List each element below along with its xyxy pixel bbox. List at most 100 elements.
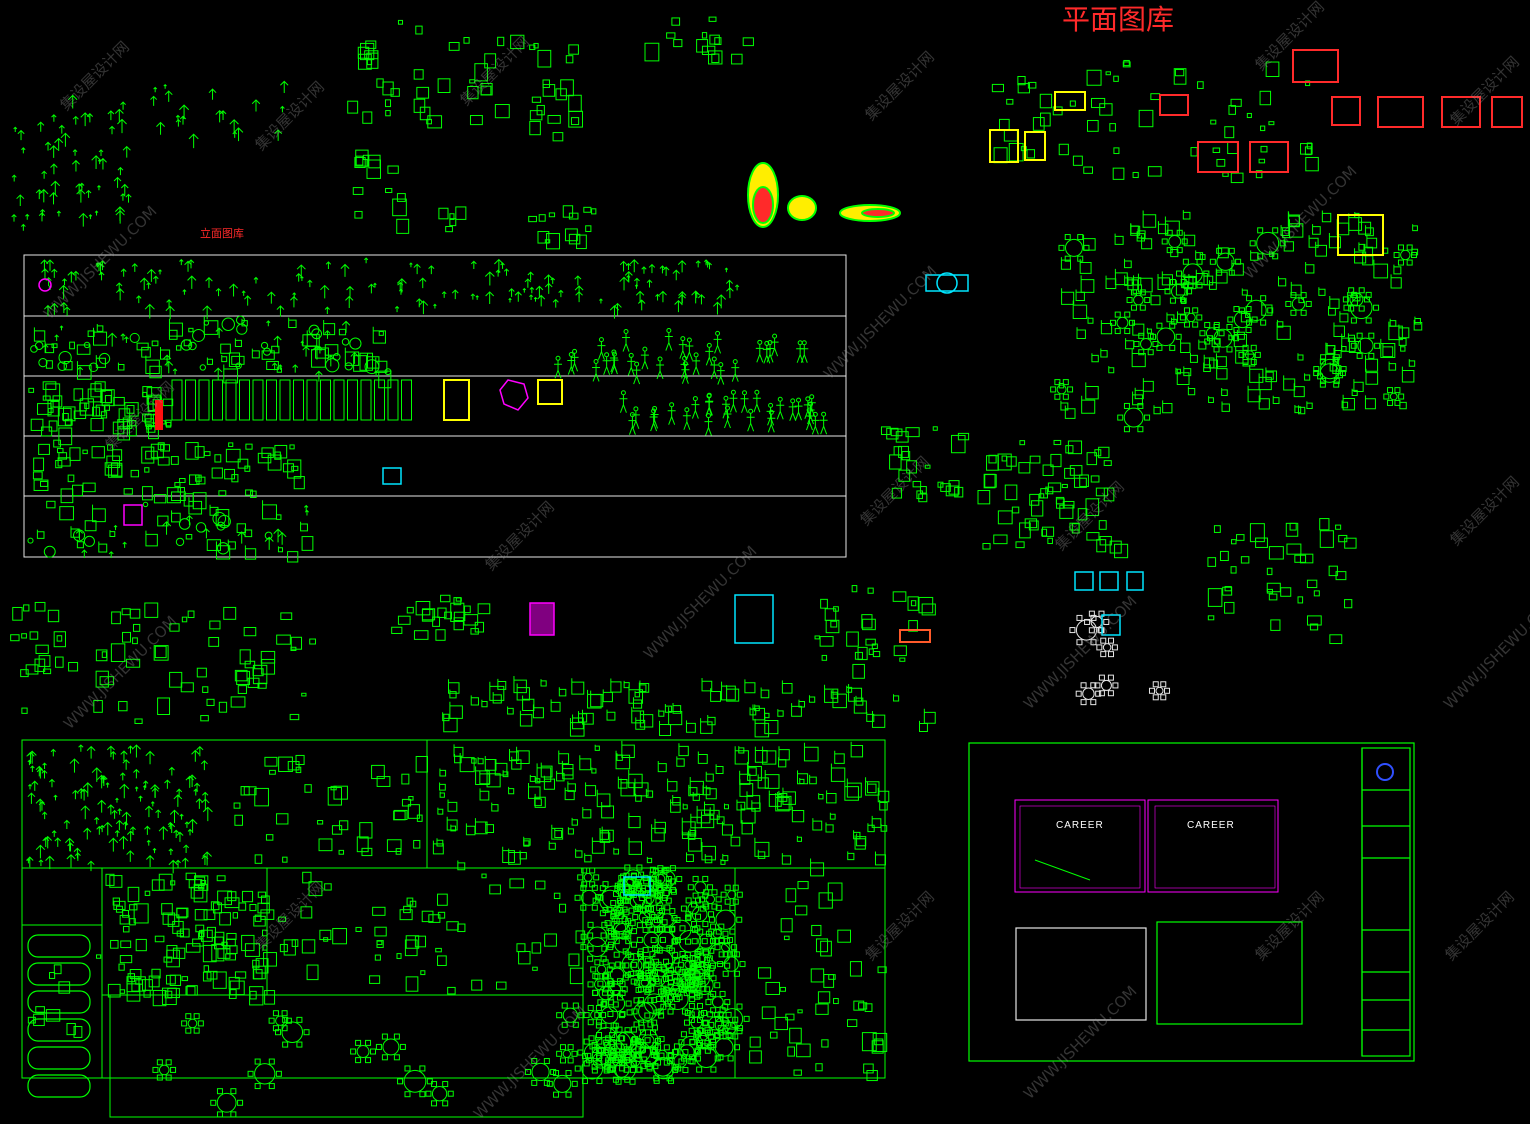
plant-elevation-icon bbox=[451, 289, 459, 300]
plan-furniture-icon bbox=[651, 824, 665, 842]
plan-furniture-icon bbox=[531, 942, 542, 954]
plan-furniture-icon bbox=[467, 86, 479, 100]
plan-furniture-icon bbox=[590, 690, 604, 708]
plan-furniture-icon bbox=[665, 876, 672, 883]
plan-furniture-icon bbox=[630, 1059, 637, 1066]
plan-furniture-icon bbox=[668, 979, 675, 986]
plan-furniture-icon bbox=[537, 231, 550, 244]
plan-furniture-icon bbox=[631, 941, 638, 948]
plan-furniture-icon bbox=[76, 344, 91, 355]
plan-furniture-icon bbox=[185, 1013, 192, 1020]
plan-furniture-icon bbox=[919, 486, 927, 494]
plant-elevation-icon bbox=[120, 750, 128, 761]
plan-furniture-icon bbox=[218, 490, 227, 496]
plan-furniture-icon bbox=[1067, 440, 1083, 455]
plan-furniture-icon bbox=[940, 483, 951, 492]
plan-furniture-icon bbox=[69, 447, 81, 461]
plan-furniture-icon bbox=[777, 791, 792, 811]
plan-furniture-icon bbox=[494, 759, 508, 776]
plan-furniture-icon bbox=[355, 149, 369, 167]
human-figure-icon bbox=[704, 413, 713, 436]
plant-elevation-icon bbox=[126, 850, 135, 862]
plan-furniture-icon bbox=[484, 53, 497, 69]
plan-furniture-icon bbox=[374, 954, 381, 961]
career-card-right-label: CAREER bbox=[1187, 820, 1235, 831]
plan-furniture-icon bbox=[232, 912, 239, 919]
round-dining-table-icon bbox=[1064, 238, 1083, 257]
round-dining-table-icon bbox=[615, 1031, 638, 1053]
plan-furniture-icon bbox=[470, 695, 479, 706]
plan-furniture-icon bbox=[393, 1054, 400, 1061]
plan-furniture-icon bbox=[385, 110, 391, 117]
plant-elevation-icon bbox=[418, 300, 429, 315]
plant-elevation-icon bbox=[734, 284, 740, 291]
round-dining-table-icon bbox=[721, 1008, 744, 1030]
plan-furniture-icon bbox=[736, 916, 743, 923]
plan-furniture-icon bbox=[597, 980, 604, 987]
plan-furniture-icon bbox=[714, 944, 721, 951]
plan-furniture-icon bbox=[1142, 210, 1157, 228]
plant-elevation-icon bbox=[35, 844, 46, 859]
plan-furniture-icon bbox=[701, 1009, 708, 1016]
plant-elevation-icon bbox=[535, 285, 544, 297]
plant-elevation-icon bbox=[41, 770, 48, 779]
plan-furniture-icon bbox=[315, 347, 329, 359]
plan-furniture-icon bbox=[406, 897, 414, 906]
plan-furniture-icon bbox=[529, 774, 536, 782]
plan-furniture-icon bbox=[1173, 68, 1187, 85]
plan-furniture-icon bbox=[318, 838, 333, 852]
plan-furniture-icon bbox=[1182, 210, 1191, 220]
plan-furniture-icon bbox=[244, 545, 257, 560]
plan-furniture-icon bbox=[633, 1021, 640, 1028]
plan-furniture-icon bbox=[415, 755, 428, 773]
plan-furniture-icon bbox=[1124, 258, 1132, 269]
plan-furniture-icon bbox=[692, 875, 699, 882]
round-dining-table-icon bbox=[212, 511, 227, 526]
plan-furniture-icon bbox=[224, 468, 235, 480]
round-dining-table-icon bbox=[58, 350, 72, 365]
plan-furniture-icon bbox=[1250, 250, 1259, 261]
plan-furniture-icon bbox=[1219, 550, 1229, 562]
plan-furniture-icon bbox=[109, 530, 116, 537]
plan-furniture-icon bbox=[645, 919, 652, 926]
plan-furniture-icon bbox=[1081, 395, 1096, 414]
round-dining-table-icon bbox=[711, 996, 724, 1009]
plant-elevation-icon bbox=[413, 263, 421, 275]
plan-furniture-icon bbox=[697, 947, 704, 954]
plant-elevation-icon bbox=[39, 188, 49, 203]
plan-furniture-icon bbox=[697, 928, 704, 935]
plan-furniture-icon bbox=[1374, 342, 1381, 349]
plant-elevation-icon bbox=[274, 129, 283, 141]
plan-furniture-icon bbox=[266, 379, 277, 421]
plant-elevation-icon bbox=[97, 799, 107, 813]
plan-furniture-icon bbox=[864, 1003, 873, 1012]
round-dining-table-icon bbox=[83, 535, 95, 547]
human-figure-icon bbox=[807, 394, 816, 417]
plan-furniture-icon bbox=[595, 1004, 602, 1011]
plan-furniture-icon bbox=[1156, 344, 1163, 351]
plan-furniture-icon bbox=[830, 690, 838, 699]
human-figure-icon bbox=[692, 352, 701, 376]
plan-furniture-icon bbox=[190, 886, 204, 899]
plan-furniture-icon bbox=[489, 681, 505, 701]
plan-furniture-icon bbox=[437, 78, 451, 94]
plant-elevation-icon bbox=[187, 275, 197, 289]
plan-furniture-icon bbox=[701, 938, 708, 945]
plan-furniture-icon bbox=[1342, 296, 1349, 303]
plan-furniture-icon bbox=[1028, 520, 1039, 531]
plan-furniture-icon bbox=[1109, 540, 1122, 554]
plan-furniture-icon bbox=[954, 486, 964, 498]
plan-furniture-icon bbox=[673, 957, 680, 964]
plan-furniture-icon bbox=[453, 611, 466, 622]
round-dining-table-icon bbox=[1357, 337, 1374, 354]
plan-furniture-icon bbox=[223, 364, 239, 384]
plan-furniture-icon bbox=[688, 784, 698, 797]
round-dining-table-icon bbox=[57, 361, 68, 371]
plan-furniture-icon bbox=[623, 872, 630, 879]
plan-furniture-icon bbox=[1358, 242, 1366, 251]
plant-elevation-icon bbox=[83, 827, 92, 840]
plan-furniture-icon bbox=[1196, 282, 1203, 289]
plant-elevation-icon bbox=[77, 366, 84, 376]
round-dining-table-icon bbox=[142, 501, 149, 508]
